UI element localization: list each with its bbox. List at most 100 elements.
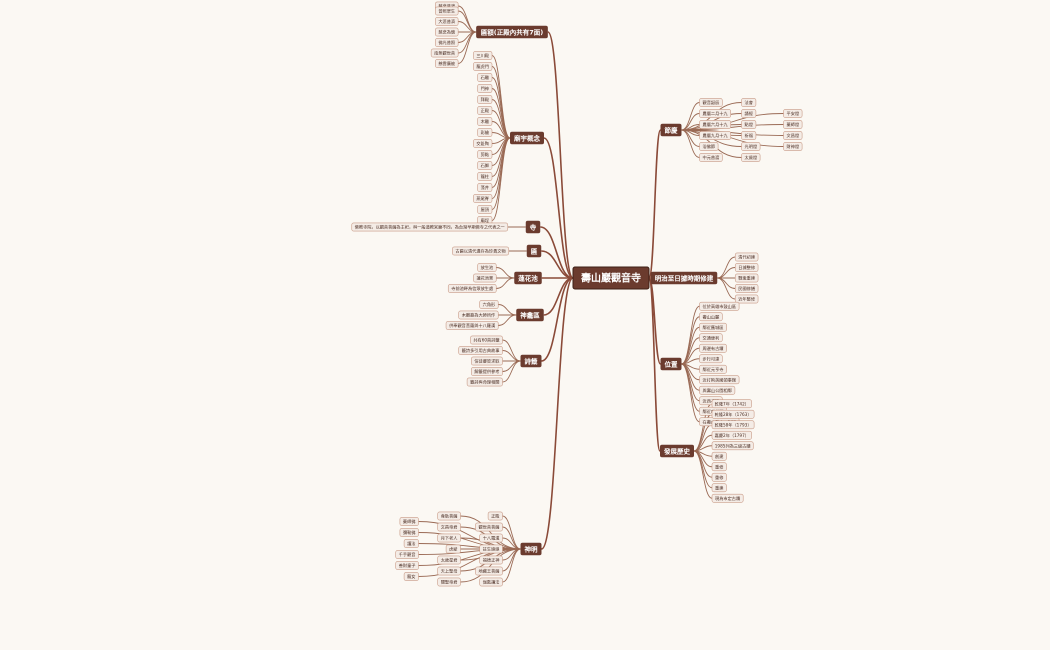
node-poems-3[interactable]: 解籤提供參考: [470, 367, 503, 376]
node-gods-12[interactable]: 藻井: [477, 183, 493, 192]
node-tablets-4[interactable]: 佛光普照: [435, 38, 459, 47]
node-location-4[interactable]: 周邊有古蹟: [699, 343, 727, 353]
node-festival-10[interactable]: 光明燈: [741, 142, 761, 151]
node-renovations-4[interactable]: 近年整修: [734, 294, 759, 304]
node-history-8[interactable]: 重建: [711, 483, 727, 493]
node-gods-4[interactable]: 拜殿: [477, 95, 493, 104]
node-gods-2[interactable]: 石雕: [477, 73, 493, 82]
node-lotus-0[interactable]: 放生池: [477, 263, 497, 272]
node-history-1[interactable]: 乾隆28年（1763）: [711, 409, 755, 419]
node-location-2[interactable]: 鄰近舊城區: [699, 322, 727, 332]
branch-deities[interactable]: 神明: [520, 542, 542, 556]
node-history-0[interactable]: 乾隆7年（1742）: [711, 399, 752, 409]
node-deities-0[interactable]: 正殿: [487, 511, 503, 521]
node-tablets-1[interactable]: 普照眾生: [435, 6, 459, 16]
node-history-9[interactable]: 現為市定古蹟: [711, 493, 744, 503]
branch-tablets[interactable]: 匾額(正殿內共有7面): [476, 25, 548, 39]
node-location-6[interactable]: 鄰近元亨寺: [699, 364, 727, 374]
node-festival-1[interactable]: 農曆二月十九: [699, 109, 732, 118]
node-gods-9[interactable]: 剪黏: [477, 150, 493, 159]
node-deities-6[interactable]: 伽藍護法: [479, 577, 503, 587]
branch-history[interactable]: 發展歷史: [660, 444, 694, 458]
node-festival-12[interactable]: 平安燈: [783, 109, 803, 118]
node-deities-2[interactable]: 十八羅漢: [479, 533, 503, 543]
node-deities-11[interactable]: 太歲星君: [437, 555, 461, 565]
branch-location[interactable]: 位置: [660, 357, 682, 371]
node-deities-16[interactable]: 護法: [403, 539, 419, 548]
node-deities-18[interactable]: 善財童子: [395, 561, 419, 570]
node-tablets-6[interactable]: 慈雲廣被: [435, 59, 459, 68]
node-renovations-2[interactable]: 戰後重建: [734, 273, 759, 283]
node-festival-13[interactable]: 藥師燈: [783, 120, 803, 129]
node-festival-0[interactable]: 觀音誕辰: [699, 98, 723, 107]
branch-lotus[interactable]: 蓮花池: [514, 271, 542, 285]
branch-shrine[interactable]: 神龕區: [516, 308, 544, 322]
node-festival-6[interactable]: 法會: [741, 98, 757, 107]
node-deities-8[interactable]: 文昌帝君: [437, 522, 461, 532]
node-history-4[interactable]: 1985列為三級古蹟: [711, 441, 754, 451]
node-festival-2[interactable]: 農曆六月十九: [699, 120, 732, 129]
node-deities-14[interactable]: 藥師佛: [399, 517, 419, 526]
branch-festival[interactable]: 節慶: [660, 123, 682, 137]
node-plaque-0[interactable]: 古匾以清代遺存為珍貴文物: [452, 246, 510, 256]
node-poems-4[interactable]: 籤詩與命理相關: [466, 377, 503, 387]
node-tablets-2[interactable]: 大悲普濟: [435, 17, 459, 26]
node-deities-9[interactable]: 月下老人: [437, 533, 461, 543]
node-festival-3[interactable]: 農曆九月十九: [699, 131, 732, 140]
node-gods-8[interactable]: 交趾陶: [473, 139, 493, 148]
node-deities-5[interactable]: 地藏王菩薩: [475, 566, 503, 576]
node-history-3[interactable]: 嘉慶2年（1797）: [711, 430, 752, 440]
node-history-7[interactable]: 重修: [711, 472, 727, 482]
node-gods-6[interactable]: 木雕: [477, 117, 493, 126]
root-node[interactable]: 壽山巖觀音寺: [572, 266, 650, 290]
node-gods-5[interactable]: 正殿: [477, 106, 493, 115]
node-poems-1[interactable]: 籤詩多引用古典故事: [458, 346, 503, 355]
node-shrine-2[interactable]: 供奉觀音菩薩與十八羅漢: [445, 321, 499, 330]
node-deities-17[interactable]: 千手觀音: [395, 550, 419, 559]
node-deities-1[interactable]: 觀世音菩薩: [475, 522, 503, 532]
node-tablets-5[interactable]: 南無觀世音: [430, 48, 459, 58]
node-festival-5[interactable]: 中元普渡: [699, 153, 723, 162]
node-location-1[interactable]: 壽山山麓: [699, 312, 723, 322]
node-location-8[interactable]: 與壽山公園相鄰: [699, 385, 736, 395]
node-deities-3[interactable]: 註生娘娘: [479, 544, 503, 554]
branch-temple[interactable]: 寺: [525, 220, 541, 234]
node-lotus-1[interactable]: 蓮花池景: [473, 273, 497, 283]
node-festival-7[interactable]: 誦經: [741, 109, 757, 118]
node-gods-15[interactable]: 廟埕: [477, 216, 493, 225]
node-temple-0[interactable]: 佛教寺院，以觀音菩薩為主祀，與一般道教宮廟不同，為台灣早期佛寺之代表之一: [351, 222, 509, 232]
branch-gods[interactable]: 廟宇概念: [510, 131, 544, 145]
node-location-0[interactable]: 位於高雄市鼓山區: [699, 301, 740, 311]
node-festival-8[interactable]: 點燈: [741, 120, 757, 129]
node-poems-2[interactable]: 信徒擲筊求取: [470, 356, 503, 366]
node-gods-7[interactable]: 彩繪: [477, 128, 493, 137]
branch-poems[interactable]: 詩籤: [520, 354, 542, 368]
node-gods-13[interactable]: 燕尾脊: [473, 194, 493, 203]
node-gods-0[interactable]: 三川殿: [473, 51, 493, 60]
node-location-3[interactable]: 交通便利: [699, 333, 723, 343]
node-festival-15[interactable]: 財神燈: [783, 142, 803, 151]
node-deities-4[interactable]: 福德正神: [479, 555, 503, 565]
node-history-6[interactable]: 重修: [711, 462, 727, 472]
node-renovations-1[interactable]: 日據整修: [734, 263, 759, 272]
branch-renovations[interactable]: 明治至日據時期修建: [650, 271, 718, 285]
node-deities-13[interactable]: 關聖帝君: [437, 577, 461, 587]
node-shrine-0[interactable]: 六角形: [479, 300, 499, 309]
node-deities-19[interactable]: 龍女: [403, 572, 419, 581]
node-gods-14[interactable]: 屋頂: [477, 205, 493, 214]
node-deities-7[interactable]: 韋馱菩薩: [437, 511, 461, 521]
node-deities-15[interactable]: 彌勒佛: [399, 528, 419, 537]
node-festival-9[interactable]: 祈福: [741, 131, 757, 140]
node-festival-4[interactable]: 浴佛節: [699, 142, 719, 151]
node-location-7[interactable]: 近打狗英國領事館: [699, 375, 740, 385]
node-deities-10[interactable]: 虎爺: [445, 544, 461, 554]
node-gods-11[interactable]: 龍柱: [477, 172, 493, 181]
node-location-5[interactable]: 步行可達: [699, 354, 723, 364]
node-renovations-3[interactable]: 民國修繕: [734, 284, 759, 293]
node-shrine-1[interactable]: 木雕龕為大師所作: [458, 310, 499, 320]
node-gods-3[interactable]: 門神: [477, 84, 493, 93]
node-festival-11[interactable]: 太歲燈: [741, 153, 761, 162]
node-deities-12[interactable]: 天上聖母: [437, 566, 461, 576]
branch-plaque[interactable]: 匾: [526, 244, 542, 258]
node-gods-1[interactable]: 龍虎門: [473, 62, 493, 71]
